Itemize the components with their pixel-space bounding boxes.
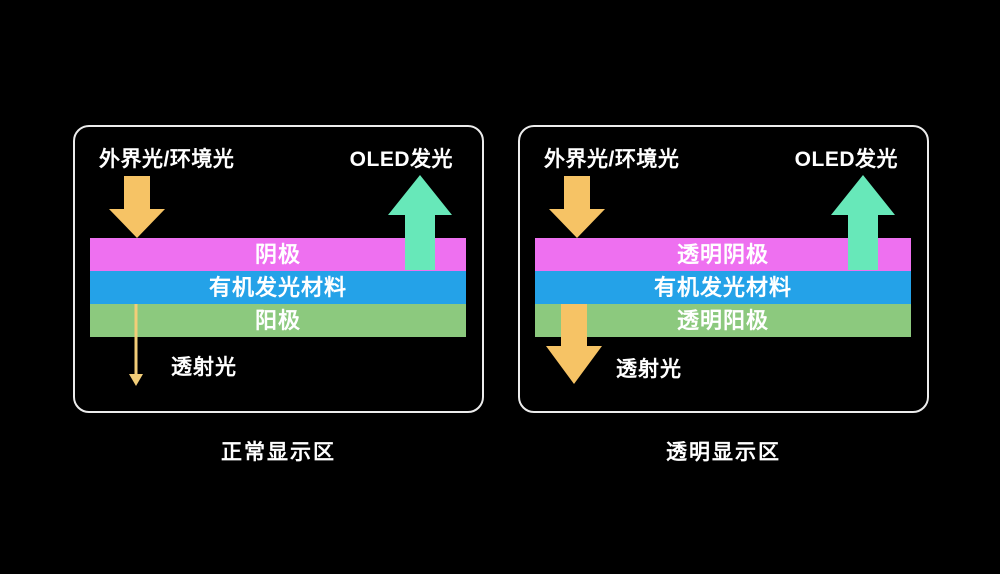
layer-stack: 阴极 有机发光材料 阳极 — [90, 238, 466, 337]
organic-emitting-layer: 有机发光材料 — [90, 271, 466, 304]
transparent-display-panel: 外界光/环境光 OLED发光 透明阴极 有机发光材料 透明阳极 透射光 — [518, 125, 929, 413]
organic-emitting-layer: 有机发光材料 — [535, 271, 911, 304]
cathode-layer: 阴极 — [90, 238, 466, 271]
normal-display-caption: 正常显示区 — [221, 441, 336, 464]
ambient-light-label: 外界光/环境光 — [99, 148, 235, 171]
oled-emission-label: OLED发光 — [794, 148, 898, 171]
ambient-light-down-arrow-icon — [109, 176, 165, 238]
transmitted-light-thin-arrow-icon — [129, 304, 143, 386]
transmitted-light-label: 透射光 — [171, 356, 237, 379]
oled-emission-up-arrow-icon — [831, 175, 895, 270]
anode-layer: 阳极 — [90, 304, 466, 337]
ambient-light-label: 外界光/环境光 — [544, 148, 680, 171]
transmitted-light-down-arrow-icon — [546, 304, 602, 384]
transparent-anode-layer: 透明阳极 — [535, 304, 911, 337]
transmitted-light-label: 透射光 — [616, 358, 682, 381]
oled-emission-label: OLED发光 — [349, 148, 453, 171]
transparent-display-caption: 透明显示区 — [666, 441, 781, 464]
ambient-light-down-arrow-icon — [549, 176, 605, 238]
normal-display-panel: 外界光/环境光 OLED发光 阴极 有机发光材料 阳极 透射光 — [73, 125, 484, 413]
oled-emission-up-arrow-icon — [388, 175, 452, 270]
